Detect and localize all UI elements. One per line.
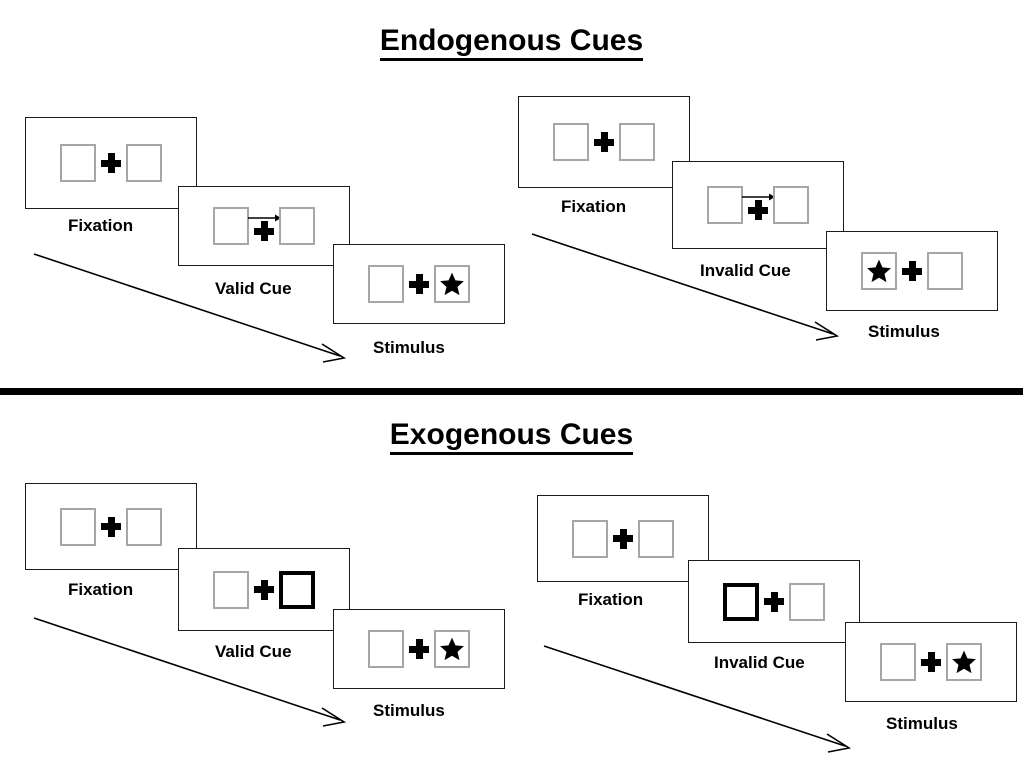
frame-content — [846, 623, 1016, 701]
slot-left — [213, 570, 249, 609]
plus-cross-icon — [748, 200, 768, 220]
plus-cross-icon — [101, 516, 121, 537]
slot-left — [553, 123, 589, 161]
fixation-cross-wrap — [916, 642, 946, 682]
fixation-cross-wrap — [759, 582, 789, 622]
section-title-exogenous: Exogenous Cues — [0, 418, 1023, 455]
fixation-cross-wrap — [404, 629, 434, 669]
fixation-cross-wrap — [742, 185, 775, 225]
slot-right — [126, 507, 162, 546]
fixation-cross-wrap — [608, 519, 638, 559]
frame-content — [827, 232, 997, 310]
slot-right — [434, 265, 470, 303]
fixation-cross-wrap — [249, 570, 279, 610]
frame-endogenous-invalid-stimulus — [826, 231, 998, 311]
section-divider — [0, 388, 1023, 395]
slot-right — [789, 582, 825, 621]
slot-left — [572, 519, 608, 558]
frame-exogenous-valid-cue — [178, 548, 350, 631]
plus-cross-icon — [902, 261, 922, 281]
star-icon — [952, 650, 976, 674]
frame-exogenous-invalid-cue — [688, 560, 860, 643]
plus-cross-icon — [594, 132, 614, 152]
frame-exogenous-valid-stimulus — [333, 609, 505, 689]
slot-left — [368, 265, 404, 303]
slot-left-cued — [723, 582, 759, 621]
label-exogenous-invalid-cue: Invalid Cue — [714, 653, 805, 672]
frame-endogenous-invalid-fixation — [518, 96, 690, 188]
slot-right — [126, 144, 162, 182]
frame-exogenous-invalid-fixation — [537, 495, 709, 582]
label-endogenous-valid-stimulus: Stimulus — [373, 338, 445, 357]
label-endogenous-valid-fixation: Fixation — [68, 216, 134, 235]
slot-right — [638, 519, 674, 558]
slot-right — [619, 123, 655, 161]
diagonal-time-arrow-icon — [543, 645, 852, 753]
slot-right-cued — [279, 570, 315, 609]
label-endogenous-invalid-cue: Invalid Cue — [700, 261, 791, 280]
label-exogenous-invalid-stimulus: Stimulus — [886, 714, 958, 733]
slot-left — [60, 144, 96, 182]
diagonal-time-arrow-icon — [531, 233, 840, 341]
right-arrow-icon — [742, 193, 775, 201]
fixation-cross-wrap — [589, 122, 619, 162]
right-arrow-icon — [248, 214, 281, 222]
frame-endogenous-valid-stimulus — [333, 244, 505, 324]
fixation-cross-wrap — [96, 143, 126, 183]
plus-cross-icon — [254, 579, 274, 600]
fixation-cross-wrap — [404, 264, 434, 304]
slot-right — [927, 252, 963, 290]
slot-left — [861, 252, 897, 290]
fixation-cross-wrap — [248, 206, 281, 246]
label-endogenous-invalid-fixation: Fixation — [561, 197, 627, 216]
frame-exogenous-valid-fixation — [25, 483, 197, 570]
slot-left — [368, 630, 404, 668]
frame-content — [689, 561, 859, 642]
slot-left — [60, 507, 96, 546]
plus-cross-icon — [254, 221, 274, 241]
plus-cross-icon — [101, 153, 121, 173]
fixation-cross-wrap — [897, 251, 927, 291]
fixation-cross-wrap — [96, 507, 126, 547]
slot-right — [434, 630, 470, 668]
frame-content — [179, 187, 349, 265]
slot-right — [946, 643, 982, 681]
label-endogenous-valid-cue: Valid Cue — [215, 279, 292, 298]
frame-content — [26, 484, 196, 569]
star-icon — [440, 637, 464, 661]
slot-left — [707, 186, 743, 224]
plus-cross-icon — [921, 652, 941, 672]
frame-endogenous-valid-fixation — [25, 117, 197, 209]
star-icon — [440, 272, 464, 296]
diagonal-time-arrow-icon — [33, 253, 347, 363]
slot-left — [880, 643, 916, 681]
label-exogenous-valid-fixation: Fixation — [68, 580, 134, 599]
section-title-endogenous-text: Endogenous Cues — [379, 24, 644, 61]
plus-cross-icon — [764, 591, 784, 612]
section-title-endogenous: Endogenous Cues — [0, 24, 1023, 61]
label-endogenous-invalid-stimulus: Stimulus — [868, 322, 940, 341]
plus-cross-icon — [613, 528, 633, 549]
slot-left — [213, 207, 249, 245]
frame-content — [519, 97, 689, 187]
plus-cross-icon — [409, 274, 429, 294]
plus-cross-icon — [409, 639, 429, 659]
label-exogenous-valid-cue: Valid Cue — [215, 642, 292, 661]
diagonal-time-arrow-icon — [33, 617, 347, 727]
label-exogenous-invalid-fixation: Fixation — [578, 590, 644, 609]
frame-content — [538, 496, 708, 581]
slot-right — [279, 207, 315, 245]
frame-content — [334, 610, 504, 688]
frame-content — [26, 118, 196, 208]
frame-endogenous-invalid-cue — [672, 161, 844, 249]
frame-content — [673, 162, 843, 248]
label-exogenous-valid-stimulus: Stimulus — [373, 701, 445, 720]
star-icon — [867, 259, 891, 283]
frame-content — [179, 549, 349, 630]
section-title-exogenous-text: Exogenous Cues — [389, 418, 634, 455]
slot-right — [773, 186, 809, 224]
frame-endogenous-valid-cue — [178, 186, 350, 266]
frame-content — [334, 245, 504, 323]
frame-exogenous-invalid-stimulus — [845, 622, 1017, 702]
